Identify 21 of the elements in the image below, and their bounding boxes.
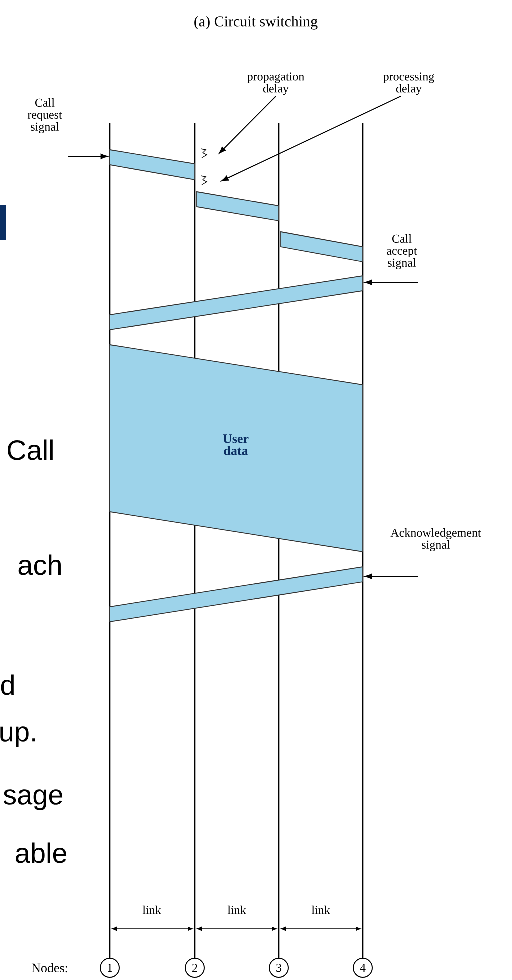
signal-label: Call accept signal [387,234,418,270]
slide-text: Call [8,440,53,460]
signal-label: processing delay [384,72,434,96]
arrow [365,574,418,580]
signal-label: Call request signal [28,98,62,134]
slide-text: able [16,842,67,864]
arrow [68,154,108,160]
dimension-label: link [142,906,162,914]
arrow [219,96,276,154]
signal-label: propagation delay [248,72,304,96]
slide-text: d [1,674,14,696]
arrow [365,280,418,286]
slide-text: sage [4,790,63,810]
diagram-title: (a) Circuit switching [194,16,318,30]
dimension-label: link [312,906,330,914]
slide-text: up. [0,726,36,748]
slide-text: ach [18,554,61,576]
arrow [222,96,402,182]
signal-label: Acknowledgement signal [390,528,482,552]
axis-label: Nodes: [32,963,68,973]
dimension-label: link [228,906,246,914]
